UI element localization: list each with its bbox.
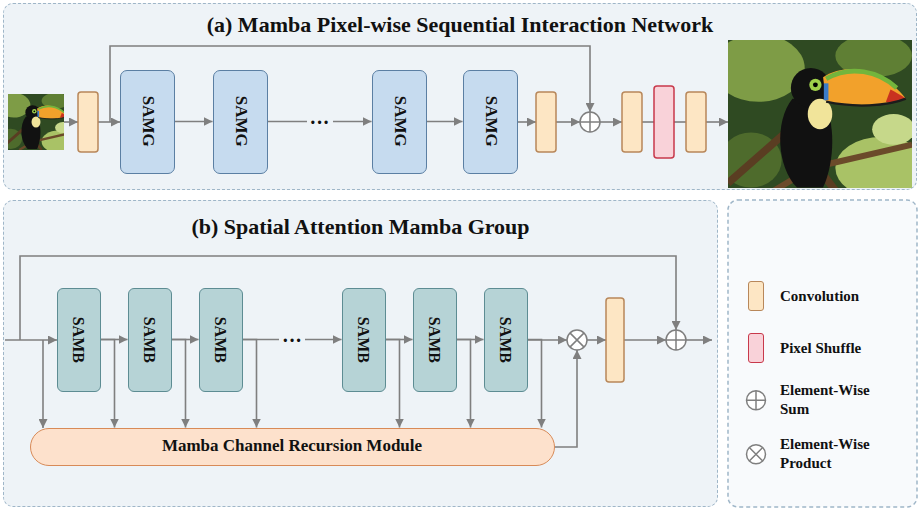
sum-symbol <box>666 330 686 350</box>
legend-text: Pixel Shuffle <box>780 339 898 358</box>
panel-title: (b) Spatial Attention Mamba Group <box>191 214 529 240</box>
symbol-cross <box>749 447 762 460</box>
mamba-block: SAMB <box>128 288 172 392</box>
wire <box>555 350 577 447</box>
flow-arrow <box>172 340 186 428</box>
wire <box>5 339 57 341</box>
block-label: SAMG <box>481 96 500 147</box>
sum-symbol <box>580 112 600 132</box>
legend-symbol <box>745 443 767 465</box>
flow-arrow <box>528 340 542 428</box>
wire <box>674 121 686 123</box>
module-box: Mamba Channel Recursion Module <box>30 428 555 466</box>
legend-item: Element-Wise Product <box>744 435 898 473</box>
flow-arrow <box>175 121 213 123</box>
pixel-shuffle-block <box>654 86 674 158</box>
legend-text: Element-Wise Product <box>780 435 898 473</box>
legend-sample <box>744 281 768 311</box>
sum-cross <box>666 330 686 350</box>
block-label: SAMB <box>141 316 159 362</box>
skip-wire <box>110 46 590 122</box>
conv-block <box>78 92 98 152</box>
legend-item: Element-Wise Sum <box>744 381 898 419</box>
symbol-cross <box>747 391 766 410</box>
product-circle <box>567 330 587 350</box>
group-block: SAMG <box>120 70 175 174</box>
panel-ground <box>3 200 718 507</box>
wire <box>706 121 728 123</box>
legend-item: Convolution <box>744 281 898 311</box>
legend-sample <box>744 333 768 363</box>
legend-text: Element-Wise Sum <box>780 381 898 419</box>
symbol-circle <box>747 391 766 410</box>
wire <box>600 121 622 123</box>
block-label: SAMB <box>70 316 88 362</box>
product-cross <box>570 333 584 347</box>
legend-sample <box>744 443 768 465</box>
panel-title: (a) Mamba Pixel-wise Sequential Interact… <box>207 12 714 38</box>
flow-arrow <box>427 121 463 123</box>
sum-circle <box>580 112 600 132</box>
output-image <box>713 34 920 198</box>
wire <box>556 121 580 123</box>
block-label: Mamba Channel Recursion Module <box>162 436 422 456</box>
block-label: SAMG <box>231 96 250 147</box>
network-panel: (a) Mamba Pixel-wise Sequential Interact… <box>3 3 917 190</box>
legend-sample <box>744 389 768 411</box>
symbol-circle <box>747 445 766 464</box>
legend-item: Pixel Shuffle <box>744 333 898 363</box>
block-label: SAMG <box>138 96 157 147</box>
ellipsis-label: ··· <box>306 111 332 133</box>
wire <box>64 121 78 123</box>
block-label: SAMB <box>426 316 444 362</box>
ellipsis-label: ··· <box>279 329 305 351</box>
block-label: SAMB <box>355 316 373 362</box>
legend-swatch <box>748 281 764 311</box>
sum-circle <box>666 330 686 350</box>
edge-label-holder: ··· <box>306 111 332 133</box>
legend-text: Convolution <box>780 287 898 306</box>
legend-swatch <box>748 333 764 363</box>
wire <box>587 339 606 341</box>
flow-arrow <box>101 340 115 428</box>
group-block: SAMG <box>463 70 518 174</box>
wire <box>98 121 120 123</box>
flow-arrow <box>243 340 257 428</box>
flow-arrow <box>386 340 400 428</box>
wire <box>686 339 712 341</box>
conv-block <box>606 298 624 382</box>
flow-arrow <box>457 340 471 428</box>
group-panel: (b) Spatial Attention Mamba GroupSAMB SAM… <box>3 200 718 507</box>
edge-label-holder: ··· <box>279 329 305 351</box>
mamba-block: SAMB <box>484 288 528 392</box>
wire <box>642 121 654 123</box>
conv-block <box>536 92 556 152</box>
wire <box>518 121 536 123</box>
wire <box>42 340 44 428</box>
group-block: SAMG <box>213 70 268 174</box>
mamba-block: SAMB <box>413 288 457 392</box>
mamba-block: SAMB <box>57 288 101 392</box>
group-block: SAMG <box>372 70 427 174</box>
conv-block <box>622 92 642 152</box>
block-label: SAMB <box>212 316 230 362</box>
mamba-block: SAMB <box>199 288 243 392</box>
block-label: SAMB <box>497 316 515 362</box>
conv-block <box>686 92 706 152</box>
product-symbol <box>567 330 587 350</box>
block-label: SAMG <box>390 96 409 147</box>
sum-cross <box>580 112 600 132</box>
mamba-block: SAMB <box>342 288 386 392</box>
wire <box>624 339 666 341</box>
legend-panel <box>728 200 917 507</box>
legend-symbol <box>745 389 767 411</box>
input-image <box>0 93 75 153</box>
